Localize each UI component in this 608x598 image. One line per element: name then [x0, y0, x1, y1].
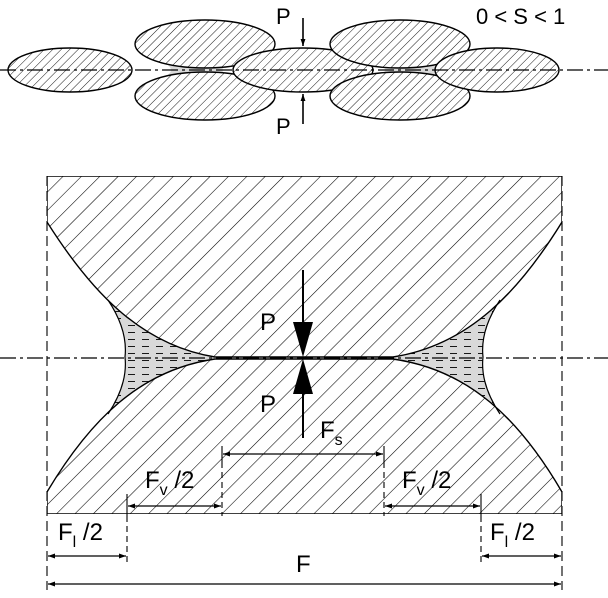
- saturation-range-label: 0 < S < 1: [476, 4, 565, 29]
- liquid-region-left: [108, 300, 215, 414]
- fs-dimension: Fs: [221, 417, 385, 462]
- main-force-label-bottom: P: [260, 391, 276, 418]
- top-force-label-top: P: [276, 4, 291, 29]
- total-dimension: F: [48, 551, 561, 587]
- main-force-arrows: P P: [260, 270, 313, 438]
- top-force-arrows: P P: [276, 4, 306, 139]
- fv-right-dimension: Fv /2: [383, 462, 482, 516]
- main-arrow-up-head: [293, 359, 313, 394]
- fl-right-dimension: Fl /2: [480, 516, 561, 566]
- main-arrow-down-head: [293, 322, 313, 357]
- fl-left-dimension: Fl /2: [48, 516, 128, 566]
- fv-left-label: Fv /2: [145, 467, 194, 499]
- main-neck-figure: [47, 176, 562, 514]
- liquid-region-right: [393, 300, 500, 414]
- main-force-label-top: P: [260, 309, 276, 336]
- fl-left-label: Fl /2: [58, 519, 103, 551]
- fs-label: Fs: [320, 417, 343, 449]
- lower-particle: [47, 358, 562, 514]
- meniscus-left: [107, 299, 126, 415]
- top-particle: [134, 71, 276, 121]
- top-particle: [134, 19, 276, 69]
- top-particle-chain: [0, 19, 608, 121]
- total-label: F: [296, 551, 311, 578]
- fv-right-label: Fv /2: [402, 467, 451, 499]
- fl-right-label: Fl /2: [490, 519, 535, 551]
- fv-left-dimension: Fv /2: [126, 462, 223, 516]
- top-particle: [329, 19, 471, 69]
- upper-particle: [47, 176, 562, 358]
- top-force-label-bottom: P: [276, 114, 291, 139]
- meniscus-right: [482, 299, 501, 415]
- top-particle: [329, 71, 471, 121]
